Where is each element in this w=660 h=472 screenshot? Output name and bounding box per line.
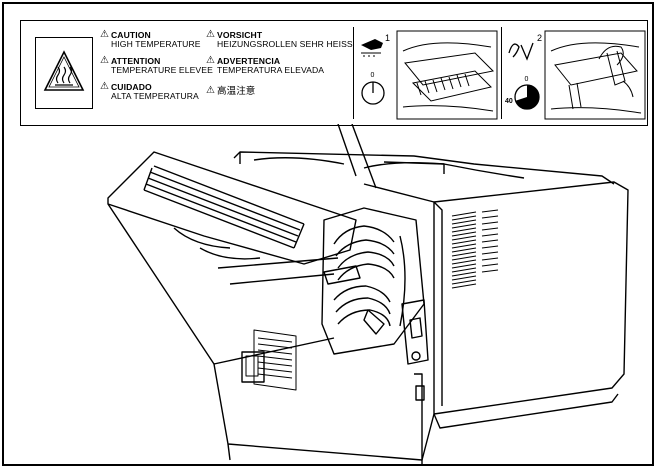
label-leader-lines [337, 124, 377, 189]
vent-grille [451, 209, 499, 289]
cuidado-sub: ALTA TEMPERATURA [111, 91, 199, 101]
warning-label: ⚠ CAUTION HIGH TEMPERATURE ⚠ ATTENTION T… [20, 20, 648, 126]
figure-frame: ⚠ CAUTION HIGH TEMPERATURE ⚠ ATTENTION T… [2, 2, 654, 466]
printer-rear-illustration [107, 124, 629, 464]
printer-interior-sketch [396, 30, 498, 120]
advertencia-heading: ADVERTENCIA [217, 56, 281, 66]
timer-zero-label: 0 [371, 72, 375, 79]
printer-top-body [233, 151, 615, 185]
vorsicht-heading: VORSICHT [217, 30, 263, 40]
hot-surface-icon [43, 50, 85, 91]
hand-icon [361, 39, 383, 57]
timer-40-label: 40 [505, 98, 513, 105]
paper-removal-sketch [544, 30, 646, 120]
warning-triangle-icon: ⚠ [206, 85, 216, 96]
warning-triangle-icon: ⚠ [100, 55, 110, 66]
warning-triangle-icon: ⚠ [206, 55, 216, 66]
fuser-unit [321, 207, 425, 355]
wait-hands-icon [508, 42, 534, 61]
caution-text: ⚠ CAUTION HIGH TEMPERATURE [100, 30, 201, 49]
step-2-pictogram: 2 0 40 [505, 30, 646, 120]
caution-heading: CAUTION [111, 30, 151, 40]
warning-triangle-icon: ⚠ [100, 81, 110, 92]
power-inlet-area [241, 329, 297, 391]
timer-40-icon: 0 40 [505, 76, 540, 110]
japanese-sub: 高温注意 [217, 86, 256, 97]
open-rear-cover [107, 151, 357, 365]
timer-zero-label: 0 [525, 76, 529, 83]
vorsicht-text: ⚠ VORSICHT HEIZUNGSROLLEN SEHR HEISS [206, 30, 353, 49]
caution-sub: HIGH TEMPERATURE [111, 39, 201, 49]
warning-triangle-icon: ⚠ [100, 29, 110, 40]
cuidado-text: ⚠ CUIDADO ALTA TEMPERATURA [100, 82, 199, 101]
timer-icon: 0 [361, 72, 385, 105]
attention-heading: ATTENTION [111, 56, 161, 66]
attention-sub: TEMPERATURE ELEVEE [111, 65, 213, 75]
advertencia-text: ⚠ ADVERTENCIA TEMPERATURA ELEVADA [206, 56, 325, 75]
advertencia-sub: TEMPERATURA ELEVADA [217, 65, 325, 75]
printer-rear-panel [213, 299, 435, 464]
step-1-number: 1 [385, 33, 390, 43]
step-1-pictogram: 1 0 [361, 30, 498, 120]
japanese-text: ⚠ 高温注意 [206, 86, 256, 97]
label-divider [353, 27, 354, 119]
cuidado-heading: CUIDADO [111, 82, 152, 92]
warning-triangle-icon: ⚠ [206, 29, 216, 40]
step-2-number: 2 [537, 33, 542, 43]
attention-text: ⚠ ATTENTION TEMPERATURE ELEVEE [100, 56, 213, 75]
label-divider [501, 27, 502, 119]
hot-surface-warning-box [35, 37, 93, 109]
vorsicht-sub: HEIZUNGSROLLEN SEHR HEISS [217, 39, 353, 49]
